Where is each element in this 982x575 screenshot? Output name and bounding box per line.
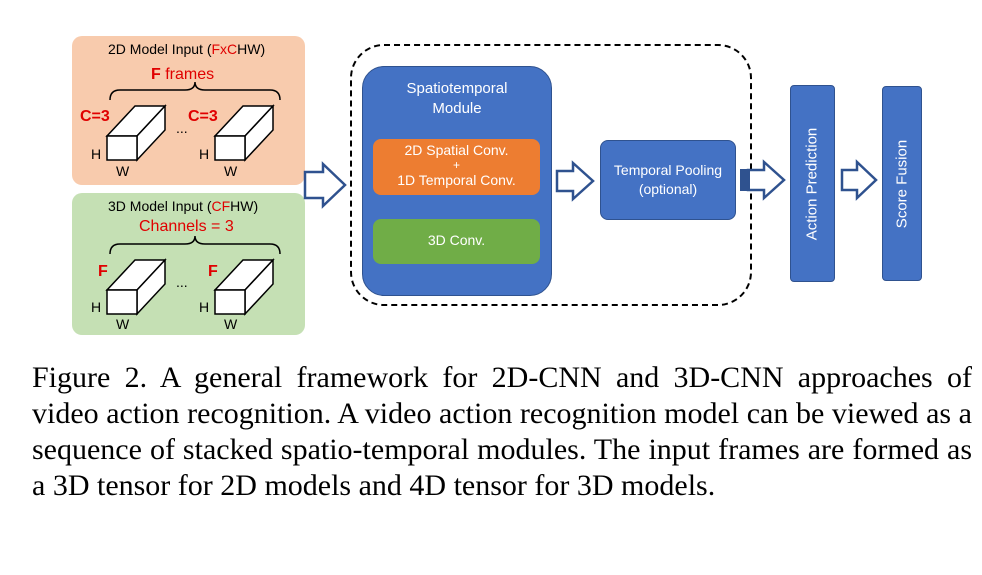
3d-w-left: W bbox=[116, 316, 130, 332]
temporal-pooling-label: Temporal Pooling (optional) bbox=[613, 162, 723, 197]
arrow-pooling-to-prediction-tail bbox=[740, 169, 750, 191]
3d-conv-block bbox=[373, 219, 540, 264]
channels-brace bbox=[109, 235, 281, 255]
temporal-pooling-block bbox=[600, 140, 736, 220]
2plus1d-conv-block bbox=[373, 139, 540, 195]
3d-conv-label: 3D Conv. bbox=[427, 232, 486, 248]
frames-label: F frames bbox=[151, 66, 215, 83]
2d-w-left: W bbox=[116, 163, 130, 179]
2d-h-right: H bbox=[199, 146, 210, 162]
module-title: Spatiotemporal Module bbox=[406, 80, 508, 117]
2d-input-title: 2D Model Input (FxCHW) bbox=[108, 41, 266, 57]
arrow-module-to-pooling bbox=[555, 160, 595, 202]
diagram-shapes bbox=[105, 81, 878, 316]
action-prediction-block bbox=[790, 85, 835, 282]
2d-tensor-left bbox=[105, 104, 167, 162]
channel-label-right: C=3 bbox=[188, 108, 218, 125]
3d-ellipsis: ... bbox=[176, 274, 188, 290]
2d-ellipsis: ... bbox=[176, 120, 188, 136]
3d-h-right: H bbox=[199, 299, 210, 315]
2plus1d-conv-label: 2D Spatial Conv. + 1D Temporal Conv. bbox=[397, 142, 516, 188]
channel-label-left: C=3 bbox=[80, 108, 110, 125]
score-fusion-block bbox=[882, 86, 922, 281]
3d-input-title: 3D Model Input (CFHW) bbox=[108, 198, 259, 214]
frame-label-left: F bbox=[98, 263, 108, 280]
frame-label-right: F bbox=[208, 263, 218, 280]
3d-tensor-right bbox=[213, 258, 275, 316]
2d-tensor-right bbox=[213, 104, 275, 162]
channels-label: Channels = 3 bbox=[139, 218, 234, 235]
2d-h-left: H bbox=[91, 146, 102, 162]
2d-w-right: W bbox=[224, 163, 238, 179]
arrow-prediction-to-fusion bbox=[840, 159, 878, 201]
arrow-input-to-module bbox=[303, 161, 347, 209]
3d-w-right: W bbox=[224, 316, 238, 332]
frames-brace bbox=[109, 81, 281, 101]
arrow-pooling-to-prediction bbox=[746, 159, 786, 201]
3d-h-left: H bbox=[91, 299, 102, 315]
3d-tensor-left bbox=[105, 258, 167, 316]
figure-caption: Figure 2. A general framework for 2D-CNN… bbox=[32, 361, 972, 502]
framework-diagram: 2D Model Input (FxCHW) F frames 3D Model… bbox=[72, 36, 922, 335]
